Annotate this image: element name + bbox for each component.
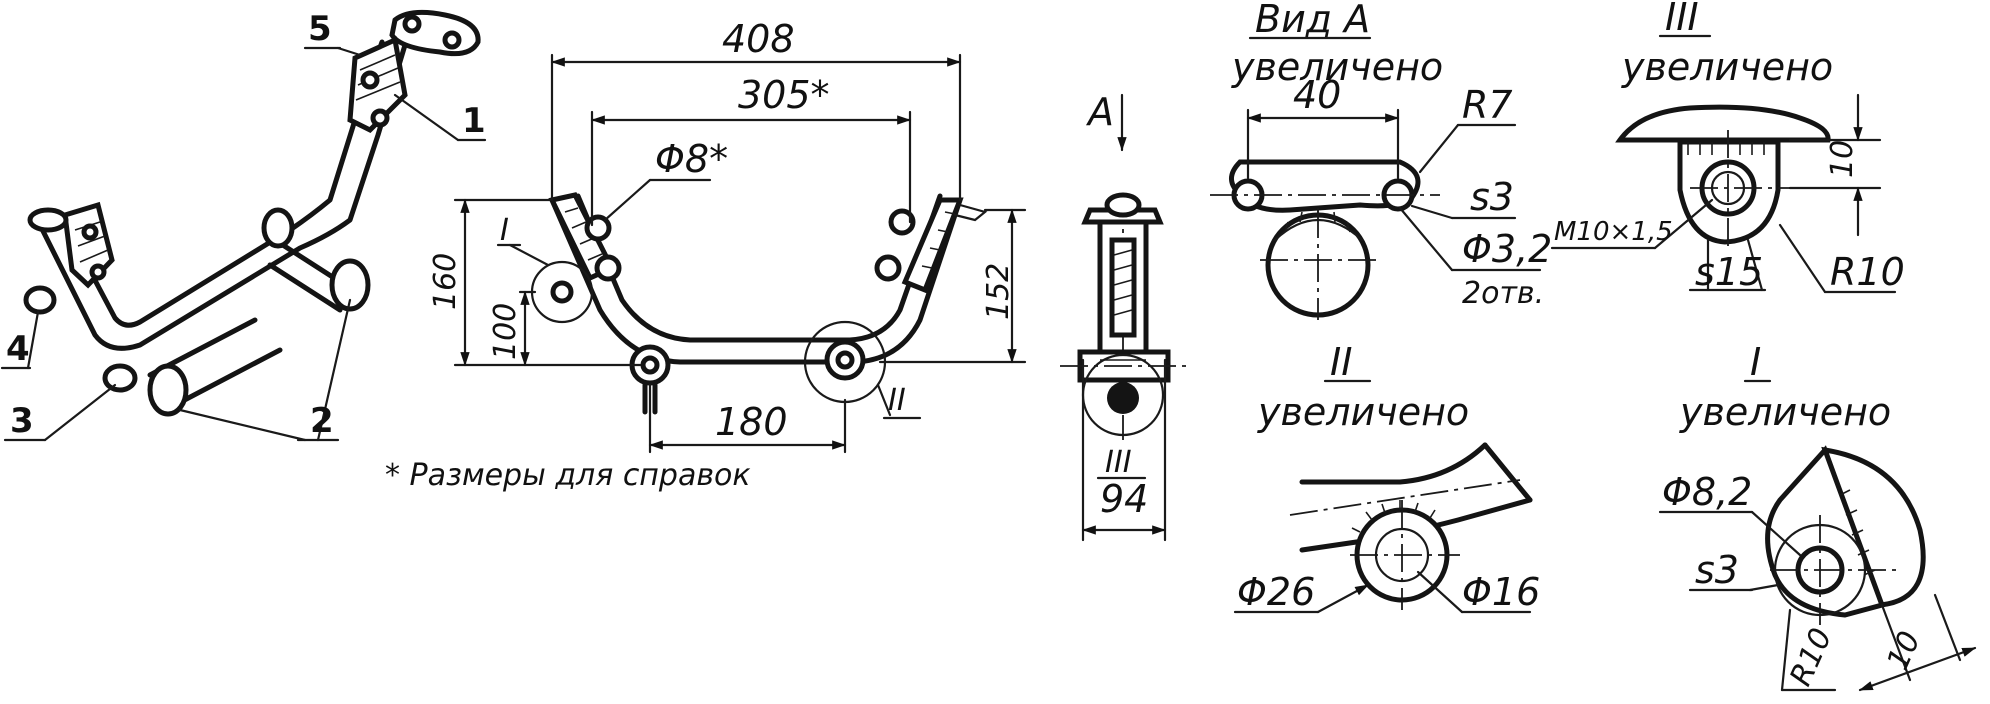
cross-tube-end <box>261 207 295 249</box>
view-a-radius: R7 <box>1462 83 1513 127</box>
cross-tube-end <box>329 258 371 312</box>
detail-iii-height: 10 <box>1825 140 1860 178</box>
detail-i: I увеличено Φ8,2 s3 R10 10 <box>1658 340 1977 691</box>
dim-overall-width: 408 <box>722 17 795 61</box>
detail-i-subtitle: увеличено <box>1679 390 1891 434</box>
cross-tube-end <box>147 363 189 417</box>
part-number-3: 3 <box>10 401 34 441</box>
dim-ref-width: 305* <box>738 73 830 117</box>
side-view: A 94 III <box>1060 90 1190 542</box>
dim-height-lower: 100 <box>488 303 523 360</box>
reference-note: * Размеры для справок <box>385 458 751 493</box>
detail-iii-title: III <box>1665 0 1699 39</box>
right-mount-plate <box>901 197 964 294</box>
dim-side-width: 94 <box>1100 477 1148 521</box>
mount-hole <box>594 254 622 282</box>
detail-ii-tube-top <box>1299 442 1488 485</box>
part-number-2: 2 <box>310 401 334 441</box>
view-a-detail: Вид А увеличено 40 R7 s3 Φ3,2 2отв. <box>1210 0 1552 320</box>
part-number-5: 5 <box>308 9 332 49</box>
lower-lug <box>102 363 138 393</box>
tube-end-cap <box>27 207 69 233</box>
detail-i-hole-dia: Φ8,2 <box>1662 470 1752 514</box>
dim-height-right: 152 <box>981 263 1016 320</box>
u-frame-outer <box>549 197 963 365</box>
detail-i-radius: R10 <box>1783 623 1839 691</box>
part-number-4: 4 <box>6 329 30 369</box>
detail-label-II: II <box>888 383 906 418</box>
mount-hole <box>874 254 902 282</box>
dim-hole-dia: Φ8* <box>655 137 728 181</box>
detail-iii: III увеличено 10 M10×1,5 s15 R10 <box>1550 0 1905 294</box>
detail-label-I: I <box>500 213 509 248</box>
plate-hole <box>442 30 462 50</box>
detail-i-title: I <box>1750 340 1761 384</box>
view-a-hole-dia: Φ3,2 <box>1462 227 1552 271</box>
detail-iii-saddle <box>1615 104 1831 143</box>
detail-label-III: III <box>1105 445 1132 480</box>
part-number-1: 1 <box>462 101 486 141</box>
mount-hole <box>888 208 916 236</box>
isometric-view: 1 2 3 4 5 <box>0 9 487 442</box>
view-a-thickness: s3 <box>1470 175 1514 219</box>
detail-ii-title: II <box>1330 340 1352 384</box>
front-view: 408 305* Φ8* 160 100 152 180 I <box>385 17 1027 493</box>
dim-bottom-span: 180 <box>715 400 788 444</box>
detail-iii-thickness: s15 <box>1695 250 1763 294</box>
frame-tube-outline <box>37 42 408 351</box>
dim-height-left: 160 <box>428 253 463 310</box>
detail-i-thickness: s3 <box>1695 548 1739 592</box>
view-a-hole-count: 2отв. <box>1462 276 1544 311</box>
lower-lug <box>23 285 57 315</box>
detail-ii: II увеличено Φ26 Φ16 <box>1233 340 1540 614</box>
view-a-subtitle: увеличено <box>1231 45 1443 89</box>
u-frame-inner <box>575 193 943 343</box>
detail-iii-radius: R10 <box>1830 250 1905 294</box>
detail-i-pad <box>1821 446 1926 608</box>
detail-iii-thread-label: M10×1,5 <box>1554 217 1673 247</box>
view-a-spacing: 40 <box>1293 73 1341 117</box>
plate-hole <box>402 14 422 34</box>
view-arrow-label: A <box>1085 90 1114 134</box>
detail-ii-inner-dia: Φ16 <box>1462 570 1540 614</box>
detail-iii-subtitle: увеличено <box>1621 45 1833 89</box>
view-a-title: Вид А <box>1255 0 1370 41</box>
detail-ii-outer-dia: Φ26 <box>1237 570 1315 614</box>
detail-ii-subtitle: увеличено <box>1257 390 1469 434</box>
